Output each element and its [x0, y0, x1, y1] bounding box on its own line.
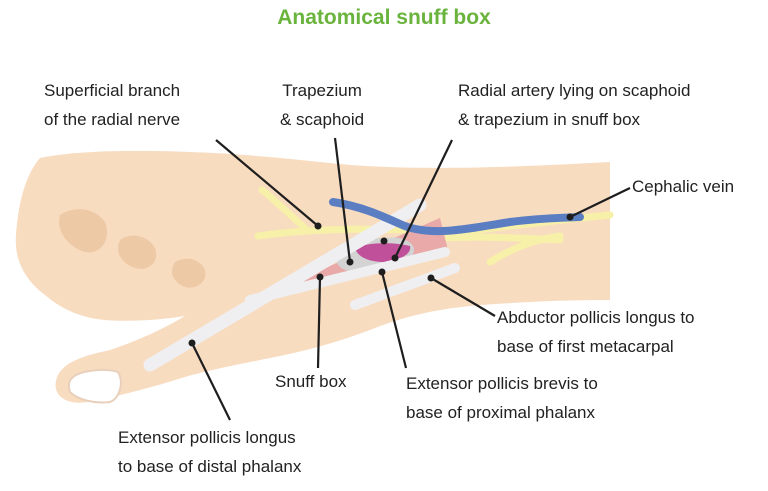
finger-shading — [171, 258, 206, 288]
label-cephalic-vein: Cephalic vein — [632, 177, 735, 196]
label-snuff-box: Snuff box — [275, 372, 347, 391]
leader-dots — [188, 213, 574, 347]
label-abductor-pollicis-longus: Abductor pollicis longus to base of firs… — [497, 308, 695, 356]
label-radial-artery: Radial artery lying on scaphoid & trapez… — [458, 81, 691, 129]
finger-shading — [59, 209, 108, 253]
finger-shading — [117, 235, 157, 269]
cephalic-vein — [329, 198, 584, 236]
label-extensor-pollicis-brevis: Extensor pollicis brevis to base of prox… — [406, 374, 598, 422]
thumbnail — [67, 369, 122, 404]
label-extensor-pollicis-longus: Extensor pollicis longus to base of dist… — [118, 428, 302, 476]
diagram-title: Anatomical snuff box — [277, 6, 491, 29]
label-trapezium-scaphoid: Trapezium & scaphoid — [280, 81, 365, 129]
tendons — [143, 198, 460, 372]
label-superficial-radial-nerve: Superficial branch of the radial nerve — [44, 81, 181, 129]
leader-lines — [191, 137, 631, 421]
